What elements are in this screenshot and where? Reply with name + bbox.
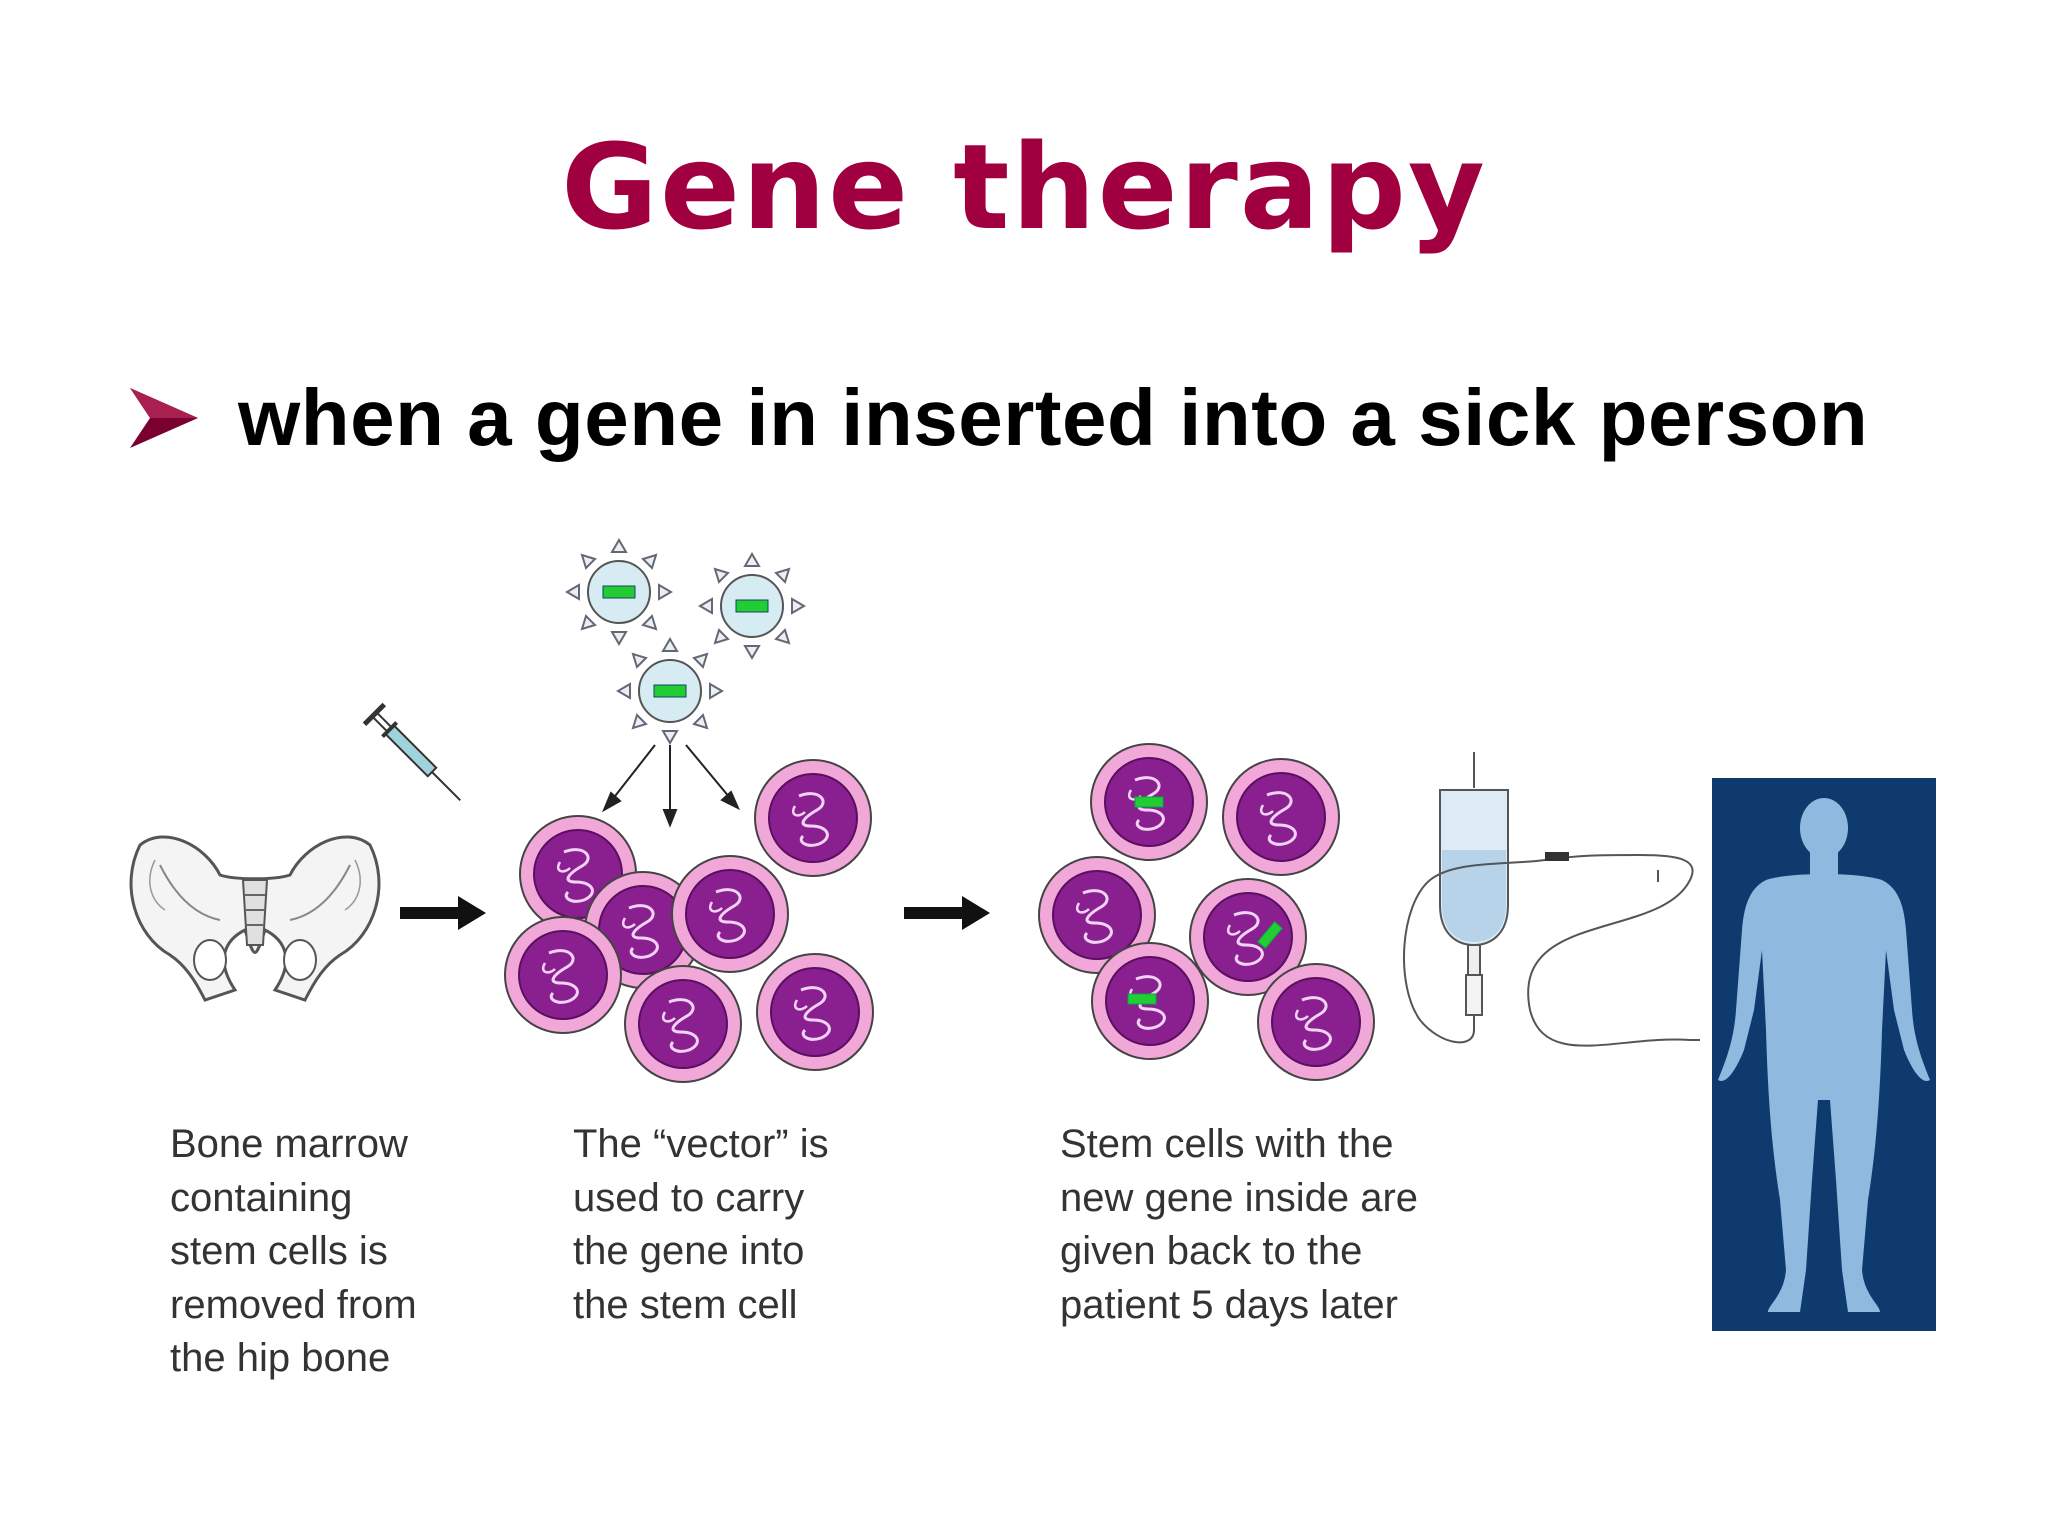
slide-title: Gene therapy: [561, 118, 1487, 256]
caption-line: Bone marrow: [170, 1122, 408, 1166]
process-arrow-1: [400, 896, 486, 930]
bullet-text: when a gene in inserted into a sick pers…: [238, 373, 1869, 462]
vector-virus: [617, 638, 723, 744]
stem-cell: [755, 952, 875, 1072]
caption-line: containing: [170, 1175, 353, 1220]
modified-stem-cell: [1090, 941, 1210, 1061]
stem-cell: [753, 758, 873, 878]
vector-virus: [699, 553, 805, 659]
stem-cell: [670, 854, 790, 974]
gene-marker: [1127, 993, 1157, 1005]
modified-stem-cell-cluster: [1037, 742, 1376, 1082]
vector-delivery-arrows: [601, 744, 741, 828]
caption-line: removed from: [170, 1282, 417, 1327]
hip-bone-illustration: [129, 835, 381, 1002]
step-caption-3: Stem cells with the new gene inside are …: [1060, 1118, 1418, 1332]
stem-cell: [503, 915, 623, 1035]
syringe-icon: [362, 702, 461, 801]
step-caption-1: Bone marrow containing stem cells is rem…: [170, 1118, 417, 1386]
gene-marker: [1257, 921, 1283, 949]
vector-virus: [566, 539, 672, 645]
caption-line: the hip bone: [170, 1336, 391, 1380]
patient-illustration: [1712, 778, 1936, 1331]
caption-line: the stem cell: [573, 1282, 798, 1327]
step-caption-2: The “vector” is used to carry the gene i…: [573, 1118, 829, 1332]
iv-drip-bag-icon: [1403, 752, 1700, 1047]
modified-stem-cell: [1188, 877, 1308, 997]
caption-line: patient 5 days later: [1060, 1282, 1398, 1327]
stem-cell-cluster: [503, 758, 875, 1084]
stem-cell: [623, 964, 743, 1084]
process-arrow-2: [904, 896, 990, 930]
stem-cell: [1256, 962, 1376, 1082]
modified-stem-cell: [1089, 742, 1209, 862]
caption-line: new gene inside are: [1060, 1175, 1419, 1220]
stem-cell: [1221, 757, 1341, 877]
bullet-item: when a gene in inserted into a sick pers…: [128, 372, 1868, 464]
bullet-arrowhead-icon: [130, 388, 198, 448]
caption-line: used to carry: [573, 1175, 805, 1220]
caption-line: stem cells is: [170, 1229, 388, 1273]
gene-marker: [1134, 796, 1164, 808]
caption-line: given back to the: [1060, 1229, 1363, 1273]
caption-line: The “vector” is: [573, 1122, 829, 1166]
caption-line: Stem cells with the: [1060, 1122, 1394, 1166]
caption-line: the gene into: [573, 1229, 805, 1273]
